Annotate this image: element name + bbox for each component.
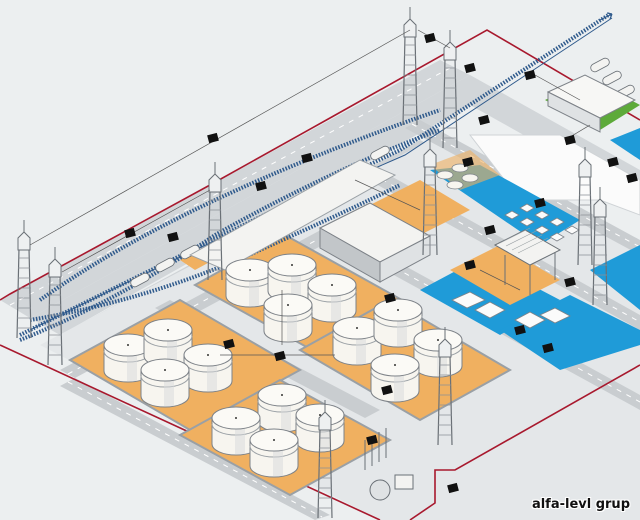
rail-loading-platform (188, 159, 397, 271)
rail-direction-arrow (599, 12, 613, 21)
watermark-text: alfa-levl grup (531, 497, 630, 512)
warehouse (318, 202, 432, 283)
equipment-blocks (451, 203, 580, 329)
depot-building (545, 74, 640, 133)
truck-loading-rack (493, 227, 562, 295)
leader-lines (29, 29, 591, 356)
pump-station (364, 428, 414, 501)
small-tanks (436, 163, 479, 190)
